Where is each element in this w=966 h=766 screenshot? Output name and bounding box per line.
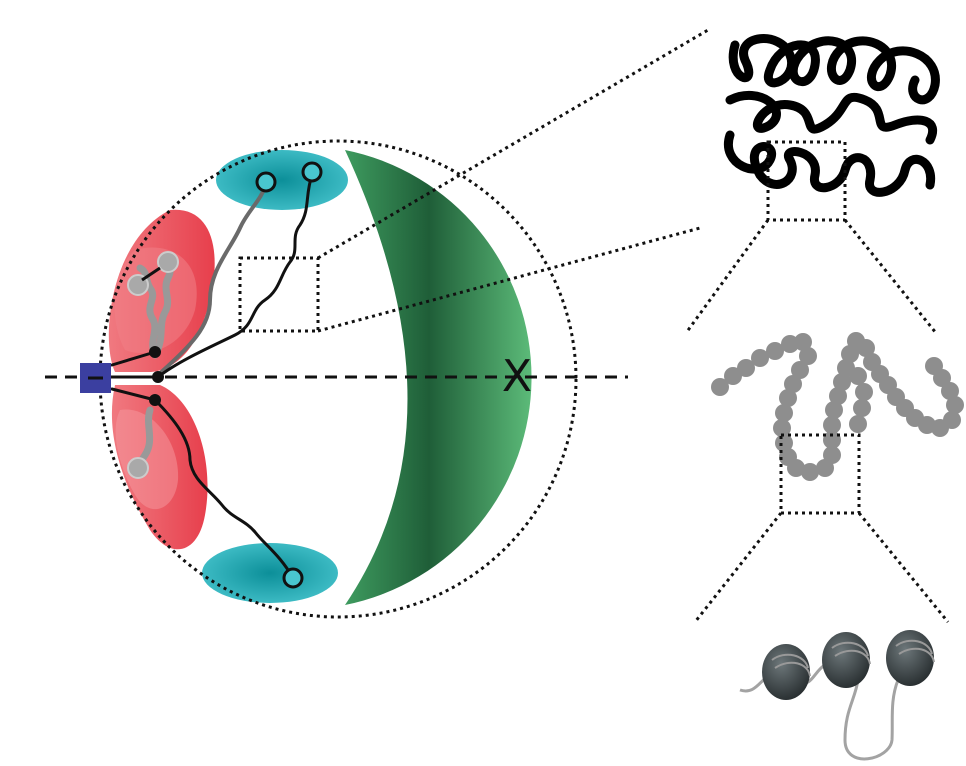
bead bbox=[751, 349, 769, 367]
gray-anchor-beads bbox=[127, 251, 179, 479]
zoom-connectors-3 bbox=[693, 512, 950, 623]
bead bbox=[829, 387, 847, 405]
bead bbox=[857, 339, 875, 357]
bead bbox=[925, 357, 943, 375]
bead bbox=[724, 367, 742, 385]
zoom-box-inner bbox=[238, 256, 320, 333]
bead-string-icon bbox=[711, 332, 964, 481]
green-crescent-region bbox=[345, 150, 532, 605]
bead bbox=[766, 342, 784, 360]
bead bbox=[823, 416, 841, 434]
nucleosome-icon bbox=[739, 630, 935, 761]
bead bbox=[779, 389, 797, 407]
teal-region-bottom bbox=[202, 543, 338, 603]
bead bbox=[775, 404, 793, 422]
bead bbox=[825, 401, 843, 419]
locus-circles bbox=[255, 161, 323, 589]
cell-outline bbox=[98, 139, 578, 619]
red-region-group bbox=[108, 209, 215, 550]
bead bbox=[799, 347, 817, 365]
zoom-box-beads bbox=[779, 433, 861, 515]
bead bbox=[943, 411, 961, 429]
bead bbox=[773, 419, 791, 437]
chromatin-fiber-icon bbox=[723, 34, 940, 197]
black-anchor-dots bbox=[149, 346, 164, 406]
bead bbox=[849, 415, 867, 433]
bead bbox=[787, 459, 805, 477]
bead bbox=[737, 359, 755, 377]
bead bbox=[849, 367, 867, 385]
bead bbox=[794, 333, 812, 351]
bead bbox=[801, 463, 819, 481]
zoom-connectors-2 bbox=[684, 219, 938, 334]
bead bbox=[784, 375, 802, 393]
x-marker-icon: X bbox=[501, 351, 533, 402]
bead bbox=[791, 361, 809, 379]
bead bbox=[833, 373, 851, 391]
bead bbox=[941, 382, 959, 400]
bead bbox=[946, 396, 964, 414]
teal-region-top bbox=[216, 150, 348, 210]
bead bbox=[823, 446, 841, 464]
bead bbox=[853, 399, 871, 417]
bead bbox=[855, 383, 873, 401]
bead-link bbox=[141, 266, 161, 282]
black-chromatin-paths bbox=[110, 173, 314, 580]
bead bbox=[711, 378, 729, 396]
bead bbox=[823, 431, 841, 449]
zoom-connectors bbox=[317, 28, 709, 333]
